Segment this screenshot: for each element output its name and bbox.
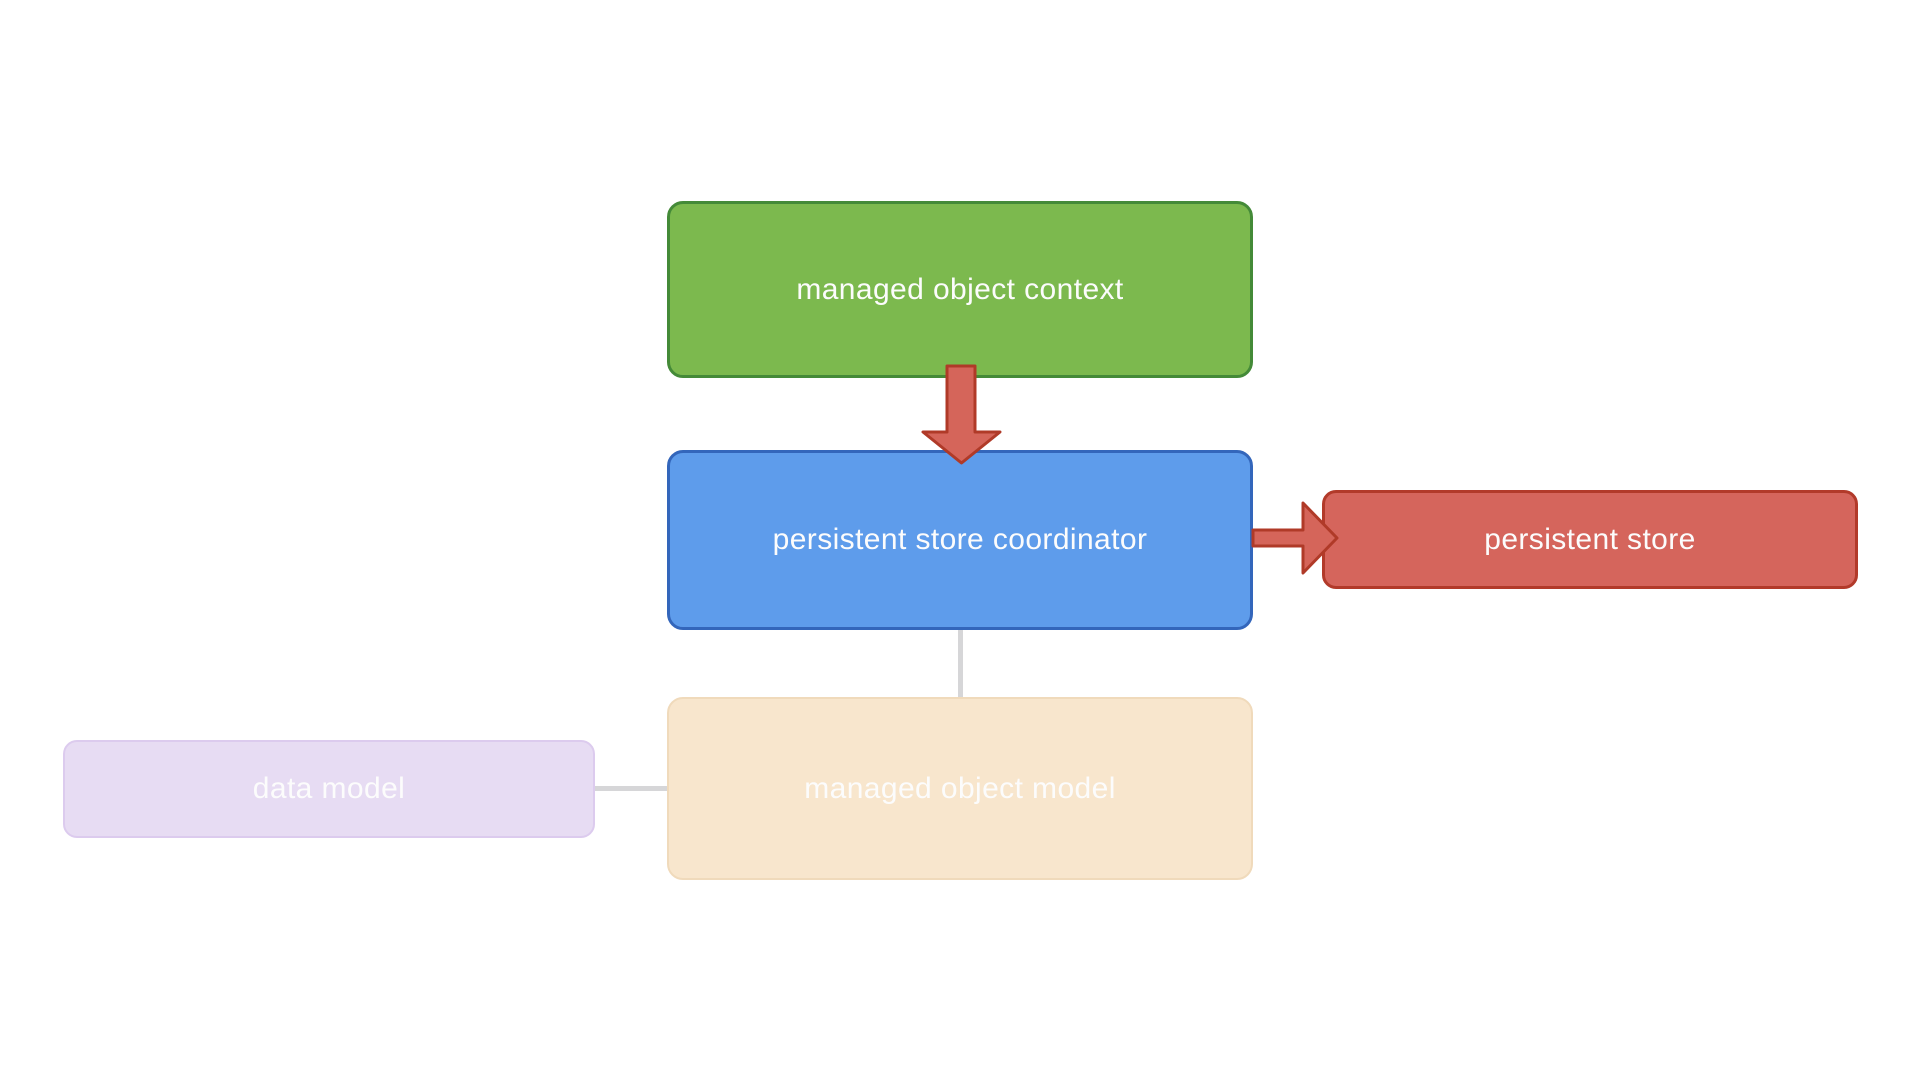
down-arrow-shape [921, 364, 1002, 465]
node-persistent-store-coordinator: persistent store coordinator [667, 450, 1253, 630]
node-persistent-store: persistent store [1322, 490, 1858, 589]
down-arrow-icon [921, 364, 1002, 465]
node-managed-object-model: managed object model [667, 697, 1253, 880]
connector-datamodel-to-model-line [593, 786, 669, 791]
node-data-model: data model [63, 740, 595, 838]
connector-coordinator-to-model-line [958, 628, 963, 699]
node-persistent-store-coordinator-label: persistent store coordinator [772, 523, 1148, 556]
right-arrow-icon [1251, 501, 1339, 575]
node-managed-object-model-label: managed object model [804, 771, 1116, 805]
node-data-model-label: data model [252, 772, 406, 805]
node-persistent-store-label: persistent store [1484, 522, 1696, 556]
right-arrow-shape [1251, 501, 1339, 575]
node-managed-object-context: managed object context [667, 201, 1253, 378]
node-managed-object-context-label: managed object context [796, 272, 1124, 306]
